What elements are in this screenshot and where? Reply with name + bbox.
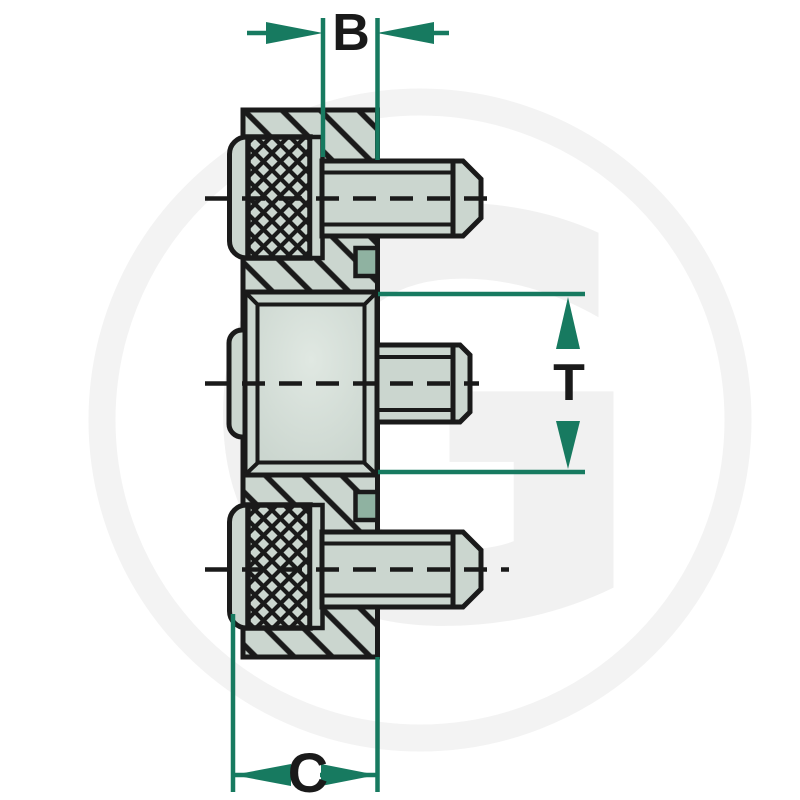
- buffer-bottom-crosshatch: [245, 502, 313, 631]
- stud-bottom: [319, 529, 484, 610]
- dim-c-arrow-left: [233, 764, 291, 786]
- hub-chamfer-edges: [243, 290, 379, 477]
- rubber-buffer-bottom: [227, 502, 325, 631]
- dim-b-arrow-right: [377, 22, 434, 44]
- retainer-block-top: [353, 245, 380, 279]
- retainer-block-bottom: [353, 489, 380, 523]
- retainer-blocks: [353, 245, 380, 523]
- dimension-t: T: [378, 291, 585, 475]
- dim-c-arrow-right: [321, 764, 377, 786]
- stud-middle-tip: [450, 342, 473, 425]
- dim-t-arrow-down: [556, 421, 580, 469]
- dim-b-arrow-left: [266, 22, 323, 44]
- hub-inner-face: [255, 302, 367, 465]
- dim-t-arrow-up: [556, 297, 580, 349]
- dimension-b: B: [247, 4, 449, 160]
- dimension-c: C: [230, 614, 380, 800]
- dim-b-label: B: [332, 4, 370, 62]
- centerlines: [205, 196, 509, 572]
- watermark-ring: [88, 88, 752, 752]
- dim-t-label: T: [553, 354, 585, 412]
- dim-c-label: C: [288, 741, 328, 800]
